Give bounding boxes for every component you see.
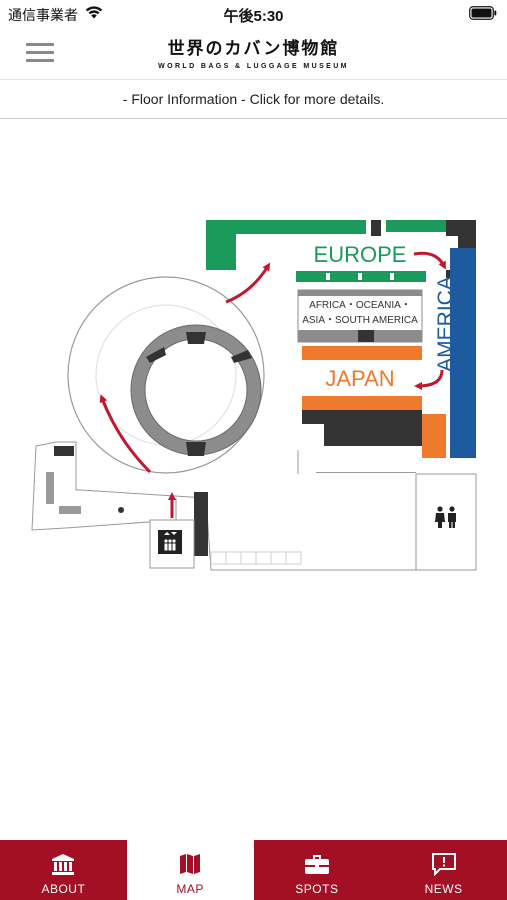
restroom-icon xyxy=(435,506,456,528)
wifi-icon xyxy=(85,6,103,19)
left-wing-block xyxy=(54,446,74,456)
hamburger-menu-icon[interactable] xyxy=(20,38,60,68)
building-outline xyxy=(35,441,477,571)
tab-spots-label: SPOTS xyxy=(295,882,339,896)
route-arrow-europe xyxy=(413,251,446,270)
rotunda-outer xyxy=(67,276,265,474)
america-label: AMERICA xyxy=(434,276,457,372)
tab-map-label: MAP xyxy=(176,882,204,896)
america-section xyxy=(426,248,448,396)
news-icon xyxy=(431,853,456,876)
app-header: 世界のカバン博物館 WORLD BAGS & LUGGAGE MUSEUM xyxy=(0,28,507,80)
route-arrow-top xyxy=(225,262,271,304)
japan-label: JAPAN xyxy=(325,366,394,391)
restroom-area xyxy=(415,473,477,571)
route-arrow-left xyxy=(99,394,152,474)
status-bar: 通信事業者 午後5:30 xyxy=(0,0,507,28)
floor-map[interactable]: EUROPE AFRICA・OCEANIA・ ASIA・SOUTH AMERIC… xyxy=(26,200,486,575)
briefcase-icon xyxy=(304,855,329,874)
status-time: 午後5:30 xyxy=(223,8,284,25)
route-arrow-japan xyxy=(414,369,444,390)
europe-area-frame xyxy=(206,220,366,270)
tab-news[interactable]: NEWS xyxy=(380,840,507,900)
carrier-label: 通信事業者 xyxy=(8,7,78,23)
africa-oceania-label: AFRICA・OCEANIA・ xyxy=(309,300,411,311)
battery-icon xyxy=(469,6,497,20)
tab-news-label: NEWS xyxy=(424,882,463,896)
tab-bar: ABOUT MAP SPOTS NEWS xyxy=(0,840,507,900)
tab-about-label: ABOUT xyxy=(41,882,86,896)
logo-japanese: 世界のカバン博物館 xyxy=(167,39,340,59)
tab-map[interactable]: MAP xyxy=(126,840,254,900)
museum-icon xyxy=(52,854,75,875)
japan-section-top xyxy=(302,346,422,360)
map-icon xyxy=(180,854,201,874)
floor-information-link[interactable]: - Floor Information - Click for more det… xyxy=(0,81,507,119)
tab-spots[interactable]: SPOTS xyxy=(254,840,381,900)
japan-section-bottom xyxy=(302,396,422,410)
elevator-icon xyxy=(158,530,182,554)
logo-english: WORLD BAGS & LUGGAGE MUSEUM xyxy=(158,63,349,70)
museum-logo: 世界のカバン博物館 WORLD BAGS & LUGGAGE MUSEUM xyxy=(0,34,507,70)
europe-label: EUROPE xyxy=(314,242,407,267)
asia-south-america-label: ASIA・SOUTH AMERICA xyxy=(302,315,418,326)
tab-about[interactable]: ABOUT xyxy=(0,840,127,900)
